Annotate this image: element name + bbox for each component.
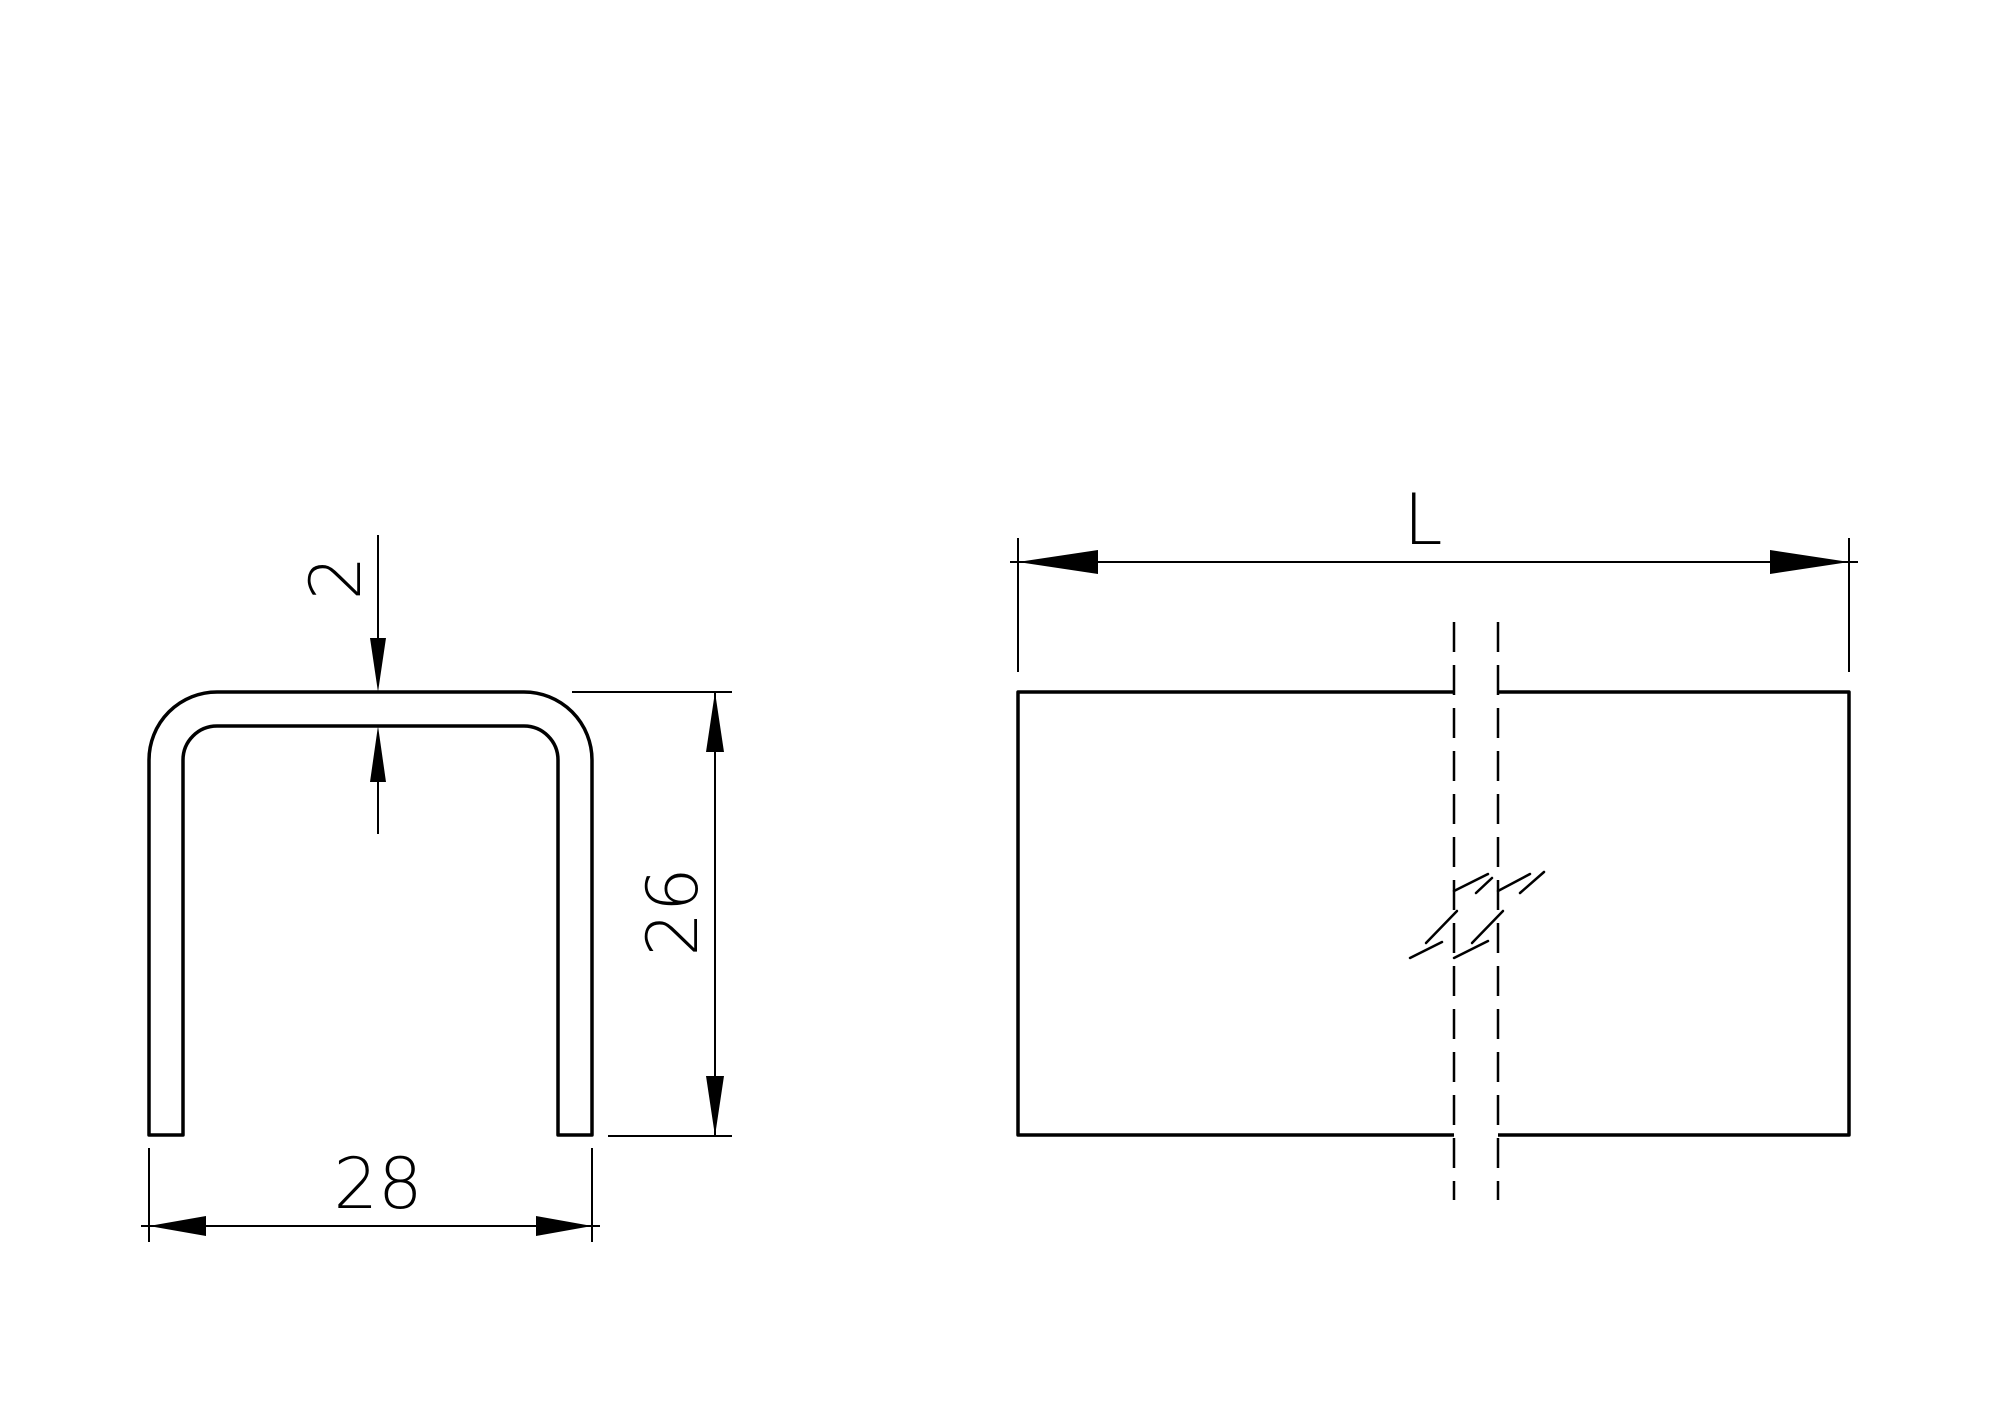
thickness-label: 2 bbox=[295, 556, 377, 601]
width-dimension bbox=[141, 1148, 600, 1242]
width-label: 28 bbox=[333, 1143, 422, 1225]
side-view-left-part bbox=[1016, 690, 1454, 1137]
u-channel-profile bbox=[147, 690, 594, 1137]
thickness-arrow-down bbox=[370, 638, 386, 692]
break-stroke bbox=[1474, 876, 1494, 895]
break-stroke bbox=[1424, 909, 1459, 945]
break-stroke bbox=[1518, 870, 1546, 895]
width-arrow-right bbox=[536, 1216, 592, 1236]
profile-outline bbox=[147, 690, 594, 1137]
break-lines bbox=[1452, 622, 1500, 1200]
height-arrow-bottom bbox=[706, 1076, 724, 1136]
break-stroke bbox=[1452, 872, 1490, 893]
height-arrow-top bbox=[706, 692, 724, 752]
height-dimension bbox=[572, 691, 732, 1137]
thickness-dimension bbox=[370, 535, 386, 834]
break-stroke bbox=[1496, 872, 1532, 893]
side-view bbox=[1016, 690, 1851, 1137]
thickness-arrow-up bbox=[370, 726, 386, 782]
length-label: L bbox=[1404, 479, 1443, 561]
height-label: 26 bbox=[632, 867, 714, 956]
break-symbol bbox=[1408, 870, 1546, 960]
break-stroke bbox=[1452, 939, 1490, 960]
length-arrow-right bbox=[1770, 550, 1849, 574]
break-stroke bbox=[1408, 940, 1444, 960]
length-arrow-left bbox=[1018, 550, 1098, 574]
length-dimension bbox=[1010, 538, 1858, 672]
width-arrow-left bbox=[149, 1216, 206, 1236]
break-stroke bbox=[1470, 909, 1505, 945]
side-view-right-part bbox=[1498, 690, 1851, 1137]
